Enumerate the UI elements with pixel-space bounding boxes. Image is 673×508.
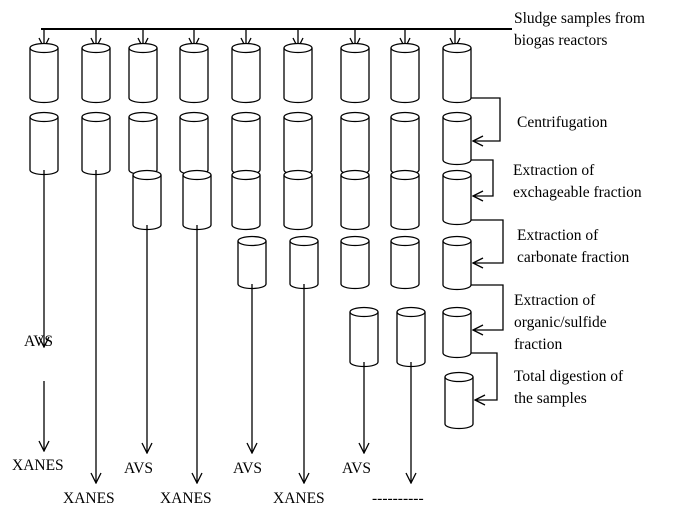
sample-tube [237,241,267,290]
sample-tube-top [390,42,420,54]
step-organic-line-2: organic/sulfide [514,314,607,331]
sample-tube-top [340,42,370,54]
sample-tube-top [442,42,472,54]
sample-tube [390,175,420,231]
sample-tube [349,312,379,368]
sample-tube [396,312,426,368]
sample-tube-top [81,111,111,123]
sample-tube-top [179,42,209,54]
sample-tube [231,48,261,104]
sample-tube-top [390,169,420,181]
step-total-line-1: Total digestion of [514,368,624,385]
sample-tubes [29,42,474,430]
sample-tube [283,48,313,104]
sample-tube-top [231,111,261,123]
sample-tube-top [340,235,370,247]
sample-tube-top [442,235,472,247]
step-exchangeable-line-2: exchageable fraction [513,184,642,201]
step-organic-line-3: fraction [514,336,562,353]
sample-tube-top [182,169,212,181]
sample-tube [289,241,319,290]
sample-tube [231,175,261,231]
header-line-1: Sludge samples from [514,10,645,27]
sample-tube [442,175,472,226]
sample-tube-top [390,111,420,123]
step-carbonate-line-1: Extraction of [517,227,599,244]
step-total-line-2: the samples [514,390,587,407]
sample-tube-top [396,306,426,318]
step-connectors [471,97,504,400]
step-organic-line-1: Extraction of [514,292,596,309]
sample-tube [340,241,370,290]
sample-tube-top [283,169,313,181]
sample-tube-top [340,111,370,123]
sample-tube [340,175,370,231]
output-avs: AVS [233,460,262,477]
sample-tube [182,175,212,231]
sample-tube [81,48,111,104]
sample-tube-top [283,111,313,123]
sample-tube [442,117,472,166]
output-none: ---------- [372,490,424,507]
sample-tube-top [29,42,59,54]
sample-tube [128,117,158,176]
output-avs: AVS [342,460,371,477]
sample-tube [442,312,472,359]
sample-tube [390,117,420,176]
sample-tube-top [442,169,472,181]
sample-tube-top [289,235,319,247]
header-line-2: biogas reactors [514,32,607,49]
output-xanes: XANES [273,490,325,507]
sample-tube-top [237,235,267,247]
analysis-arrows [44,170,411,483]
output-xanes: XANES [12,457,64,474]
output-xanes: XANES [63,490,115,507]
sample-tube-top [81,42,111,54]
sample-tube-top [132,169,162,181]
output-avs: AVS [124,460,153,477]
sample-tube-top [442,111,472,123]
sample-tube-top [128,42,158,54]
sample-tube-top [29,111,59,123]
sample-tube [283,175,313,231]
step-centrifugation: Centrifugation [517,114,608,131]
sample-tube [179,48,209,104]
sample-tube-top [444,371,474,383]
sample-tube-top [231,42,261,54]
sample-tube [132,175,162,231]
sample-tube [442,241,472,291]
sample-tube [340,117,370,176]
sample-tube [283,117,313,176]
sample-tube [390,48,420,104]
step-carbonate-line-2: carbonate fraction [517,249,630,266]
sample-tube [179,117,209,176]
sample-tube-top [283,42,313,54]
sample-tube-top [442,306,472,318]
sample-tube-top [231,169,261,181]
sample-tube [390,241,420,290]
sample-tube [128,48,158,104]
output-avs: AVS [24,333,53,350]
sample-tube-top [349,306,379,318]
sample-tube-top [340,169,370,181]
sample-tube [81,117,111,176]
sample-tube [29,117,59,176]
sample-tube-top [390,235,420,247]
sample-tube [442,48,472,104]
sample-tube-top [128,111,158,123]
sample-tube-top [179,111,209,123]
sample-tube [444,377,474,430]
output-xanes: XANES [160,490,212,507]
sample-tube [340,48,370,104]
sample-tube [29,48,59,104]
step-exchangeable-line-1: Extraction of [513,162,595,179]
sample-tube [231,117,261,176]
